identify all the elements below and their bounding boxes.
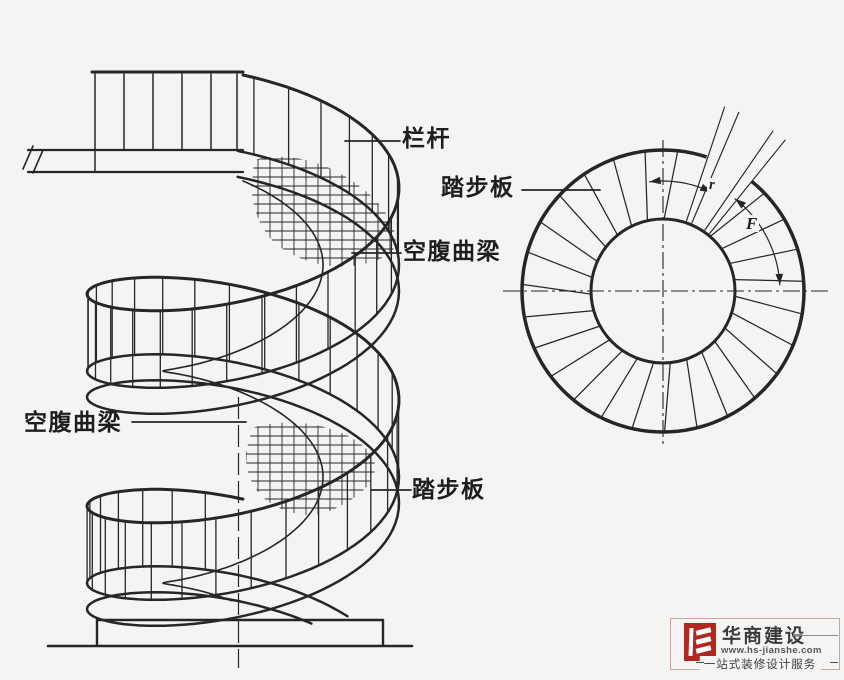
watermark-logo-icon (684, 623, 716, 661)
elevation-view (22, 70, 601, 668)
watermark-divider (793, 635, 838, 636)
watermark-url: www.hs-jianshe.com (719, 645, 824, 656)
label-open-web-beam-upper: 空腹曲梁 (403, 238, 501, 264)
dimension-arrowhead (735, 198, 746, 209)
label-tread-plate-plan: 踏步板 (441, 174, 515, 200)
watermark-dash (696, 662, 704, 663)
label-railing: 栏杆 (402, 125, 451, 151)
dimension-arrowhead (649, 176, 661, 185)
label-open-web-beam-lower: 空腹曲梁 (24, 409, 122, 435)
logo-bar-icon (688, 627, 694, 657)
logo-bar-icon (695, 636, 712, 645)
plan-outer-circle (520, 148, 806, 434)
hatch-treads-lower (245, 422, 376, 516)
dimension-label-r: r (707, 177, 717, 193)
watermark-tagline: 一站式装修设计服务 (699, 656, 821, 672)
plan-inner-circle (589, 217, 737, 365)
watermark: 华商建设 www.hs-jianshe.com 一站式装修设计服务 (664, 610, 842, 674)
label-tread-plate-elevation: 踏步板 (412, 476, 486, 502)
logo-bar-icon (695, 645, 712, 654)
watermark-dash (830, 662, 838, 663)
dimension-label-f: F (744, 214, 760, 233)
logo-bar-icon (695, 627, 712, 636)
dimension-arrowhead (775, 273, 784, 285)
watermark-brand: 华商建设 (719, 621, 810, 648)
plan-view (503, 106, 830, 447)
leader-lines (131, 140, 601, 491)
